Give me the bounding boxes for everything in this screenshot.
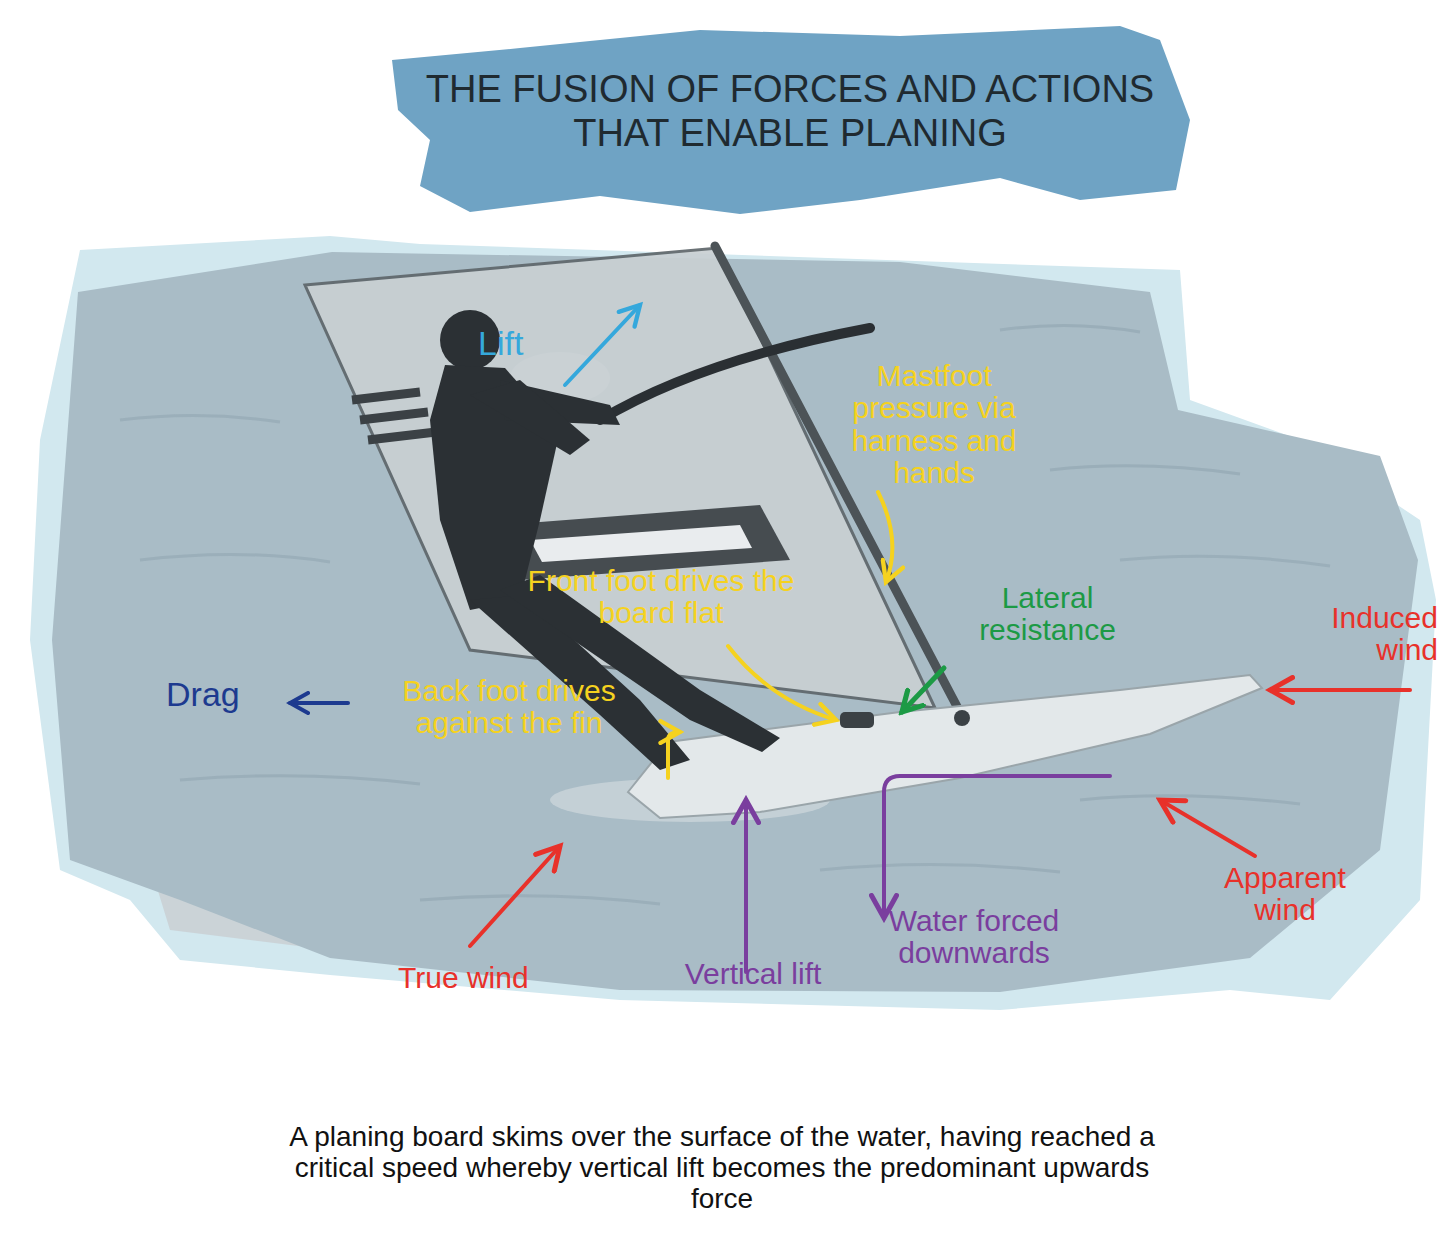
force-label: Apparent wind bbox=[1195, 862, 1375, 927]
ripple bbox=[1080, 796, 1300, 804]
force-label: Lateral resistance bbox=[945, 582, 1150, 647]
force-label: Mastfoot pressure via harness and hands bbox=[846, 360, 1022, 490]
force-label: True wind bbox=[398, 962, 588, 994]
water-downwards-arrow bbox=[884, 776, 1110, 918]
force-label: Induced wind bbox=[1288, 602, 1438, 667]
batten bbox=[360, 412, 428, 420]
ripple bbox=[1120, 556, 1330, 566]
ripple bbox=[140, 554, 330, 562]
vertical-lift-arrow bbox=[744, 800, 748, 972]
force-label: Drag bbox=[166, 676, 276, 713]
ripple bbox=[180, 776, 420, 784]
sail-battens bbox=[352, 392, 436, 440]
mastfoot-arrow bbox=[878, 492, 892, 582]
sail-logo-window bbox=[530, 525, 752, 562]
ripple bbox=[420, 896, 660, 904]
diagram-caption: A planing board skims over the surface o… bbox=[272, 1122, 1172, 1214]
drag-arrow bbox=[290, 701, 348, 705]
lift-arrow bbox=[565, 305, 640, 385]
board bbox=[628, 675, 1262, 818]
force-label: Front foot drives the board flat bbox=[515, 565, 807, 630]
title-banner bbox=[392, 26, 1190, 214]
induced-wind-arrow bbox=[1270, 688, 1410, 692]
force-label: Vertical lift bbox=[678, 958, 828, 990]
batten bbox=[352, 392, 420, 400]
ripple bbox=[820, 864, 1060, 872]
ripple bbox=[1000, 325, 1140, 332]
front-foot-arrow bbox=[728, 646, 836, 720]
paper-backdrop bbox=[30, 236, 1436, 1010]
mastfoot bbox=[954, 710, 970, 726]
lateral-resistance-arrow bbox=[902, 668, 944, 712]
apparent-wind-arrow bbox=[1160, 800, 1255, 856]
footstrap bbox=[840, 712, 874, 728]
force-label: Water forced downwards bbox=[888, 905, 1060, 970]
sailor-arm bbox=[470, 380, 590, 455]
force-label: Lift bbox=[478, 325, 588, 362]
true-wind-arrow bbox=[470, 846, 560, 946]
back-foot-arrow bbox=[668, 732, 680, 778]
diagram-title: THE FUSION OF FORCES AND ACTIONS THAT EN… bbox=[420, 68, 1160, 155]
ripple bbox=[1050, 466, 1240, 474]
force-label: Back foot drives against the fin bbox=[395, 675, 623, 740]
batten bbox=[368, 432, 436, 440]
boom bbox=[600, 328, 870, 420]
ripple bbox=[120, 415, 280, 422]
